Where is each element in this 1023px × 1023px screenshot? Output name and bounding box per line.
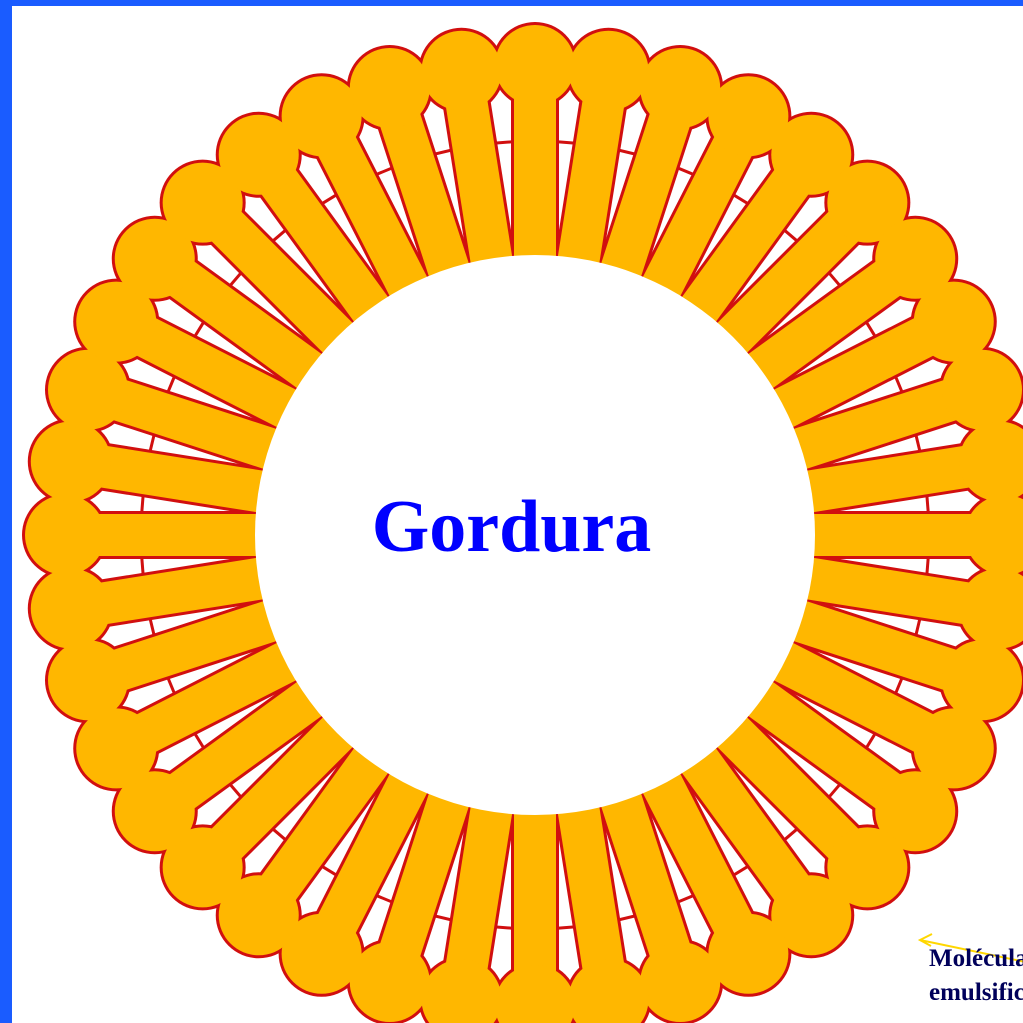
molecule-head [495,25,575,105]
center-label: Gordura [0,472,1023,582]
molecule-head [48,640,128,720]
molecule-head [942,350,1022,430]
callout-label: Molécula emulsificante [929,942,1023,1010]
molecule-head [914,282,994,362]
molecule-head [640,942,720,1022]
molecule-head [708,914,788,994]
molecule-head [76,708,156,788]
molecule-head [942,640,1022,720]
molecule-head [48,350,128,430]
molecule-head [350,942,430,1022]
molecule-head [421,31,501,111]
molecule-head [640,48,720,128]
molecule-head [282,76,362,156]
molecule-head [569,31,649,111]
molecule-head [350,48,430,128]
